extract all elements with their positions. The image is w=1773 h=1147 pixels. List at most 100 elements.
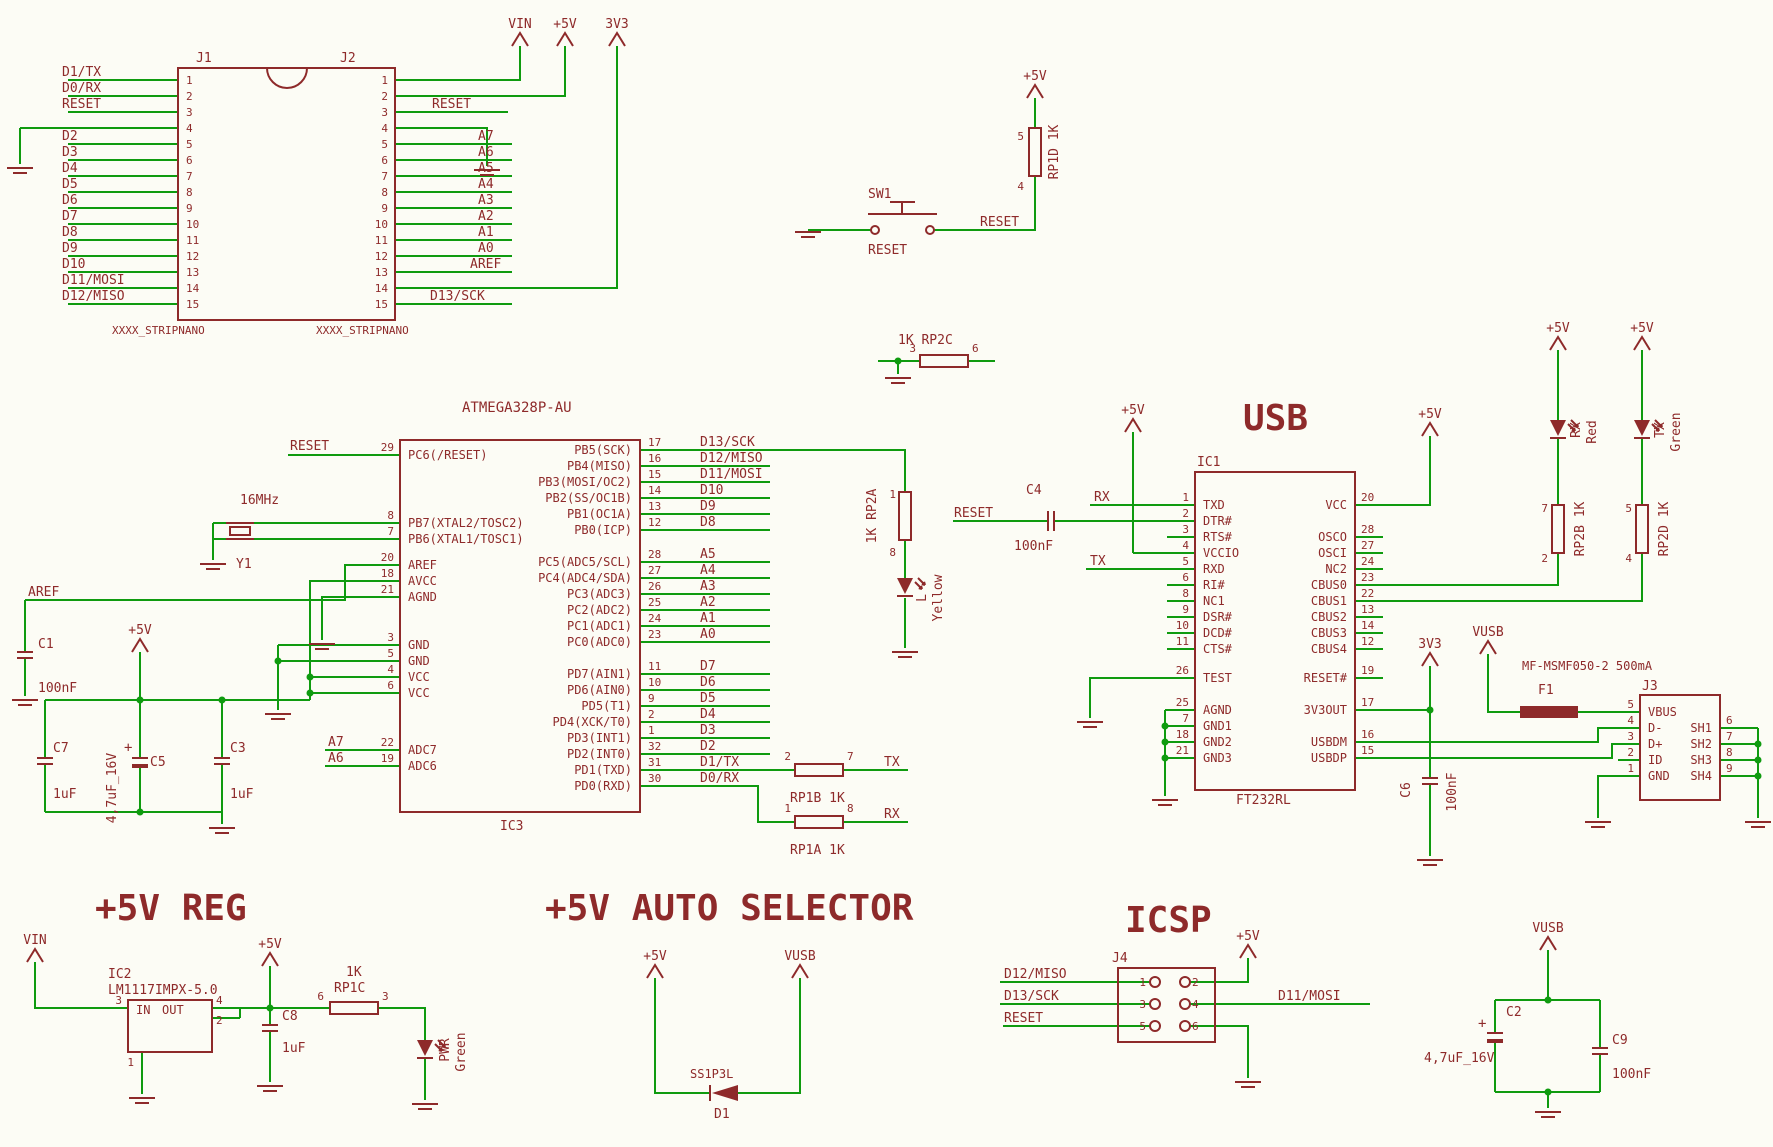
rp2b-pin-7: 7 [1541, 502, 1548, 515]
ic3-num-19: 19 [381, 752, 394, 765]
ic1-num-26: 26 [1176, 664, 1189, 677]
supply-arrow-icon [1026, 84, 1044, 99]
ic3-name-adc6: ADC6 [408, 759, 437, 773]
rp2c-pin-3: 3 [909, 342, 916, 355]
supply-5v-icsp: +5V [1236, 929, 1260, 944]
j3-name-dp: D+ [1648, 737, 1662, 751]
j1-pin-3: 3 [186, 106, 193, 119]
title-5vreg: +5V REG [95, 888, 247, 929]
ic3-name-pd3: PD3(INT1) [567, 731, 632, 745]
net-d3-ic3: D3 [700, 723, 716, 738]
ic1-num-8: 8 [1182, 587, 1189, 600]
c8-value: 1uF [282, 1041, 306, 1056]
led-rx-value: Red [1585, 420, 1600, 443]
rp1a-pin-8: 8 [847, 802, 854, 815]
supply-5v-rp1d: +5V [1023, 69, 1047, 84]
ic1-num-28: 28 [1361, 523, 1374, 536]
net-reset-j1: RESET [62, 97, 101, 112]
ic1-name-dsr: DSR# [1203, 610, 1233, 624]
supply-vin-reg: VIN [23, 933, 46, 948]
d1-diode [709, 1085, 738, 1101]
c8-ref: C8 [282, 1009, 298, 1024]
ic1-num-10: 10 [1176, 619, 1189, 632]
c9-ref: C9 [1612, 1033, 1628, 1048]
ic3-name-vcc2: VCC [408, 686, 430, 700]
net-a5: A5 [478, 161, 494, 176]
rp2a-pin-8: 8 [889, 546, 896, 559]
ic3-num-24: 24 [648, 612, 662, 625]
j1-pin-7: 7 [186, 170, 193, 183]
ic3-num-14: 14 [648, 484, 662, 497]
ic3-name-pc2: PC2(ADC2) [567, 603, 632, 617]
led-l-value: Yellow [931, 574, 946, 621]
supply-arrow-icon [511, 32, 529, 47]
j4-pin-5: 5 [1139, 1020, 1146, 1033]
j4-pin-1: 1 [1139, 976, 1146, 989]
net-d5-ic3: D5 [700, 691, 716, 706]
ic3-name-pc1: PC1(ADC1) [567, 619, 632, 633]
ic3-num-18: 18 [381, 567, 394, 580]
rp2b-resistor [1551, 504, 1565, 554]
ic1-num-22: 22 [1361, 587, 1374, 600]
ic3-num-20: 20 [381, 551, 394, 564]
j2-pin-10: 10 [375, 218, 388, 231]
gnd-icon [1076, 721, 1104, 728]
ic3-body [399, 439, 641, 813]
c7-ref: C7 [53, 741, 69, 756]
ic3-name-pd6: PD6(AIN0) [567, 683, 632, 697]
gnd-icon [794, 231, 822, 238]
sw1-pushbutton [868, 201, 937, 235]
rp2a-label: 1K RP2A [865, 488, 880, 543]
wires-ic3-right [640, 449, 908, 823]
ic1-name-cbus3: CBUS3 [1311, 626, 1347, 640]
j1-pin-1: 1 [186, 74, 193, 87]
gnd-icon [411, 1103, 439, 1110]
rp1a-label: RP1A 1K [790, 843, 845, 858]
c4-value: 100nF [1014, 539, 1053, 554]
ic3-num-21: 21 [381, 583, 394, 596]
j4-pin-2: 2 [1192, 976, 1199, 989]
j1-pin-12: 12 [186, 250, 199, 263]
j3-num-2: 2 [1627, 746, 1634, 759]
net-d11mosi-icsp: D11/MOSI [1278, 989, 1341, 1004]
wires-ic1-right [1355, 350, 1759, 856]
ic1-num-5: 5 [1182, 555, 1189, 568]
gnd-icon [208, 827, 236, 834]
c3-ref: C3 [230, 741, 246, 756]
ic1-num-9: 9 [1182, 603, 1189, 616]
d1-value: SS1P3L [690, 1067, 733, 1081]
net-a7-ic3: A7 [328, 735, 344, 750]
ic3-num-13: 13 [648, 500, 661, 513]
supply-vusb-sel: VUSB [784, 949, 815, 964]
ic1-name-rts: RTS# [1203, 530, 1233, 544]
led-rx-ref: RX [1569, 422, 1584, 438]
net-reset-sw: RESET [980, 215, 1019, 230]
c2-ref: C2 [1506, 1005, 1522, 1020]
ic3-name-gnd1: GND [408, 638, 430, 652]
ic3-name-pd1: PD1(TXD) [574, 763, 632, 777]
j2-value: XXXX_STRIPNANO [316, 324, 409, 337]
c7-capacitor [37, 757, 53, 765]
ic1-num-16: 16 [1361, 728, 1374, 741]
ic3-num-15: 15 [648, 468, 661, 481]
wires-ic1-left [953, 432, 1195, 796]
supply-arrow-icon [1421, 652, 1439, 667]
gnd-icon [1151, 799, 1179, 806]
supply-5v-reg: +5V [258, 937, 282, 952]
ic3-name-pc6: PC6(/RESET) [408, 448, 487, 462]
j2-pin-13: 13 [375, 266, 388, 279]
c8-capacitor [262, 1024, 278, 1032]
j3-num-9: 9 [1726, 762, 1733, 775]
wires-ic3-left [24, 454, 400, 824]
c5-ref: C5 [150, 755, 166, 770]
net-d6-ic3: D6 [700, 675, 716, 690]
supply-arrow-icon [1421, 422, 1439, 437]
ic2-pin-1: 1 [127, 1056, 134, 1069]
gnd-icon [1416, 859, 1444, 866]
c5-plus: + [124, 740, 132, 756]
supply-5v-vccio: +5V [1121, 403, 1145, 418]
ic1-name-agnd: AGND [1203, 703, 1232, 717]
rp1d-pin-5: 5 [1017, 130, 1024, 143]
c1-capacitor [17, 651, 33, 659]
